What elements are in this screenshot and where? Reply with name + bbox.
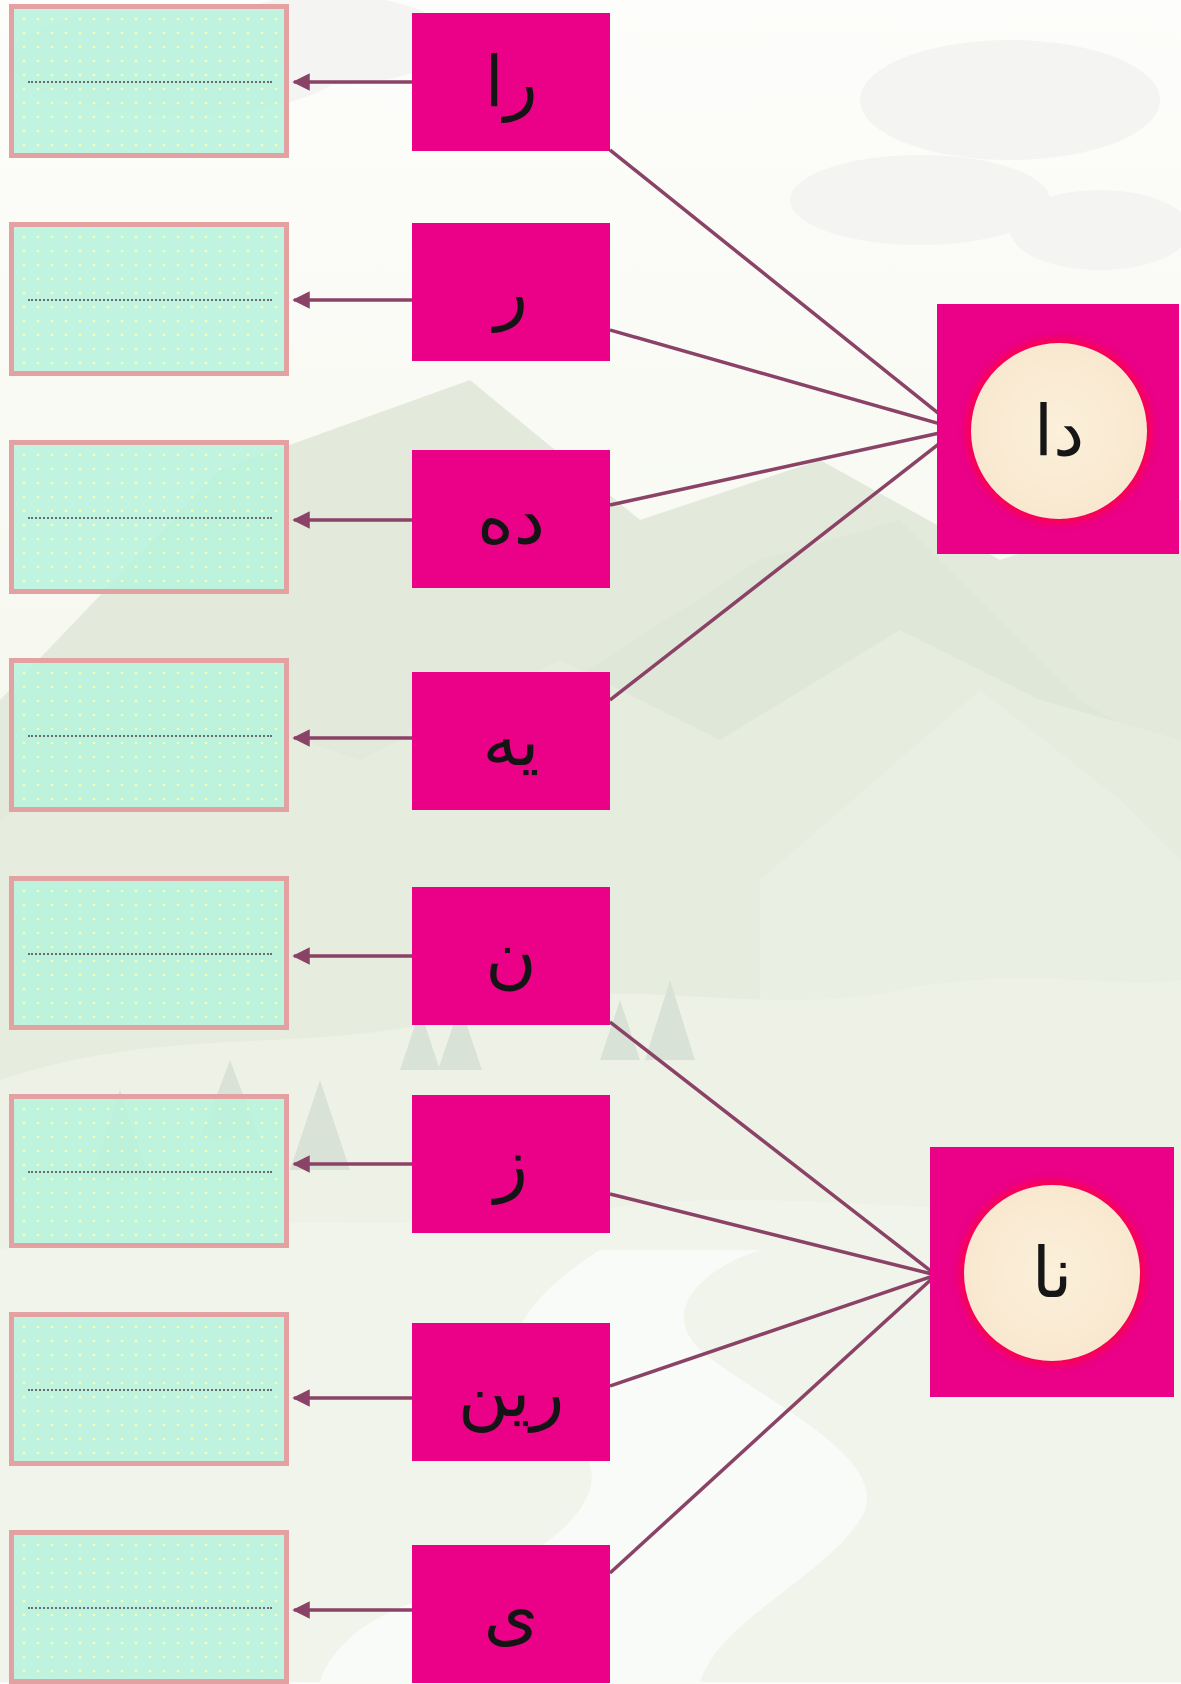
answer-dotted-line [28, 517, 272, 519]
arrow-group [292, 73, 412, 1619]
ending-tile: ی [412, 1545, 610, 1683]
answer-box[interactable] [9, 1312, 289, 1466]
ending-tile: ن [412, 887, 610, 1025]
ending-tile: ر [412, 223, 610, 361]
ending-tile: ده [412, 450, 610, 588]
answer-box[interactable] [9, 876, 289, 1030]
answer-dotted-line [28, 81, 272, 83]
answer-box[interactable] [9, 4, 289, 158]
ending-label: یه [482, 700, 540, 782]
answer-dotted-line [28, 299, 272, 301]
answer-dotted-line [28, 1389, 272, 1391]
answer-box[interactable] [9, 222, 289, 376]
connector-line [609, 1273, 937, 1388]
connector-line [608, 148, 960, 431]
answer-dotted-line [28, 1171, 272, 1173]
ending-label: رین [457, 1351, 565, 1433]
answer-box[interactable] [9, 440, 289, 594]
connector-line [609, 1192, 937, 1277]
connector-line [609, 328, 959, 431]
answer-box[interactable] [9, 658, 289, 812]
ending-tile: را [412, 13, 610, 151]
answer-box[interactable] [9, 1094, 289, 1248]
ending-label: ر [494, 251, 528, 333]
ending-label: را [484, 41, 538, 123]
stem-circle: دا [971, 343, 1147, 519]
ending-label: ده [477, 478, 545, 560]
connector-line-group [608, 148, 960, 1575]
connector-line [608, 1273, 938, 1575]
ending-label: ی [483, 1573, 539, 1655]
ending-tile: یه [412, 672, 610, 810]
ending-label: ز [494, 1123, 528, 1205]
ending-tile: رین [412, 1323, 610, 1461]
answer-dotted-line [28, 953, 272, 955]
river [320, 1250, 868, 1682]
answer-box[interactable] [9, 1530, 289, 1684]
connector-line [609, 427, 959, 507]
connector-line [608, 1020, 938, 1277]
answer-dotted-line [28, 735, 272, 737]
connector-line [608, 427, 960, 702]
ending-tile: ز [412, 1095, 610, 1233]
stem-circle: نا [964, 1185, 1140, 1361]
ending-label: ن [485, 915, 537, 997]
stem-label: نا [1031, 1232, 1073, 1314]
answer-dotted-line [28, 1607, 272, 1609]
stem-label: دا [1033, 390, 1085, 472]
